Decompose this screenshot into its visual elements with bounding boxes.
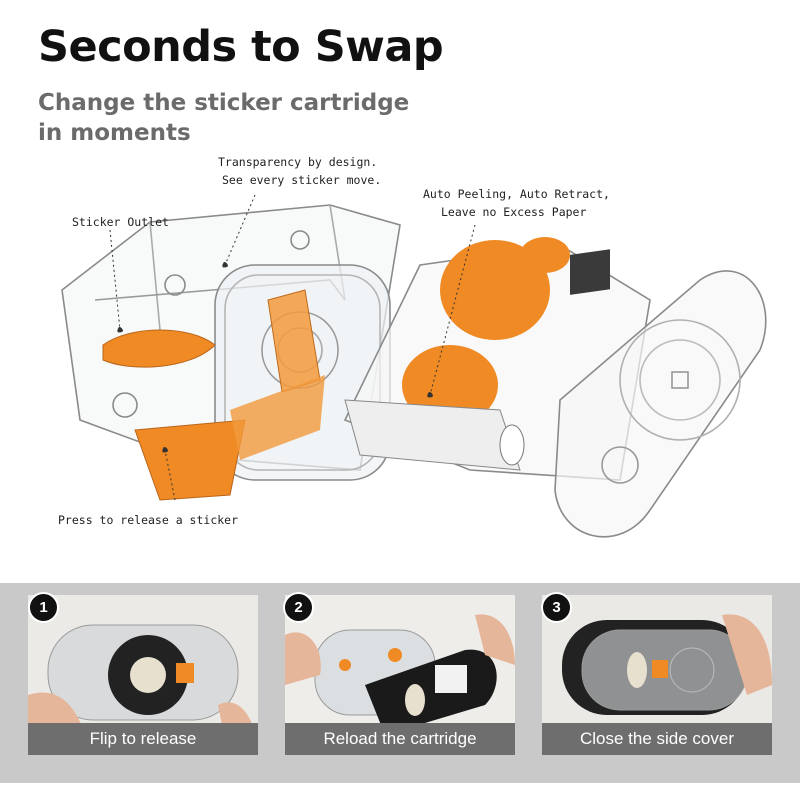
- page-subtitle: Change the sticker cartridge in moments: [38, 88, 458, 148]
- page-title: Seconds to Swap: [38, 22, 444, 72]
- transparency-annotation: Transparency by design. See every sticke…: [218, 153, 381, 189]
- subtitle-line-1: Change the sticker cartridge: [38, 90, 410, 116]
- auto-peel-line-1: Auto Peeling, Auto Retract,: [423, 187, 610, 201]
- transparency-line-2: See every sticker move.: [222, 173, 382, 187]
- step-3-caption: Close the side cover: [542, 723, 772, 755]
- auto-peel-line-2: Leave no Excess Paper: [441, 205, 587, 219]
- subtitle-line-2: in moments: [38, 120, 191, 146]
- step-2-number: 2: [283, 592, 314, 623]
- sticker-outlet-annotation: Sticker Outlet: [72, 215, 169, 229]
- orange-components: [102, 289, 325, 501]
- step-1-caption: Flip to release: [28, 723, 258, 755]
- step-3-number: 3: [541, 592, 572, 623]
- dispenser-exploded-illustration: [61, 194, 767, 538]
- step-1-number: 1: [28, 592, 59, 623]
- step-2-caption: Reload the cartridge: [285, 723, 515, 755]
- annotation-leaders: [109, 194, 476, 501]
- auto-peel-annotation: Auto Peeling, Auto Retract, Leave no Exc…: [423, 185, 610, 221]
- press-release-annotation: Press to release a sticker: [58, 513, 239, 527]
- transparency-line-1: Transparency by design.: [218, 155, 378, 169]
- side-cover: [554, 270, 767, 538]
